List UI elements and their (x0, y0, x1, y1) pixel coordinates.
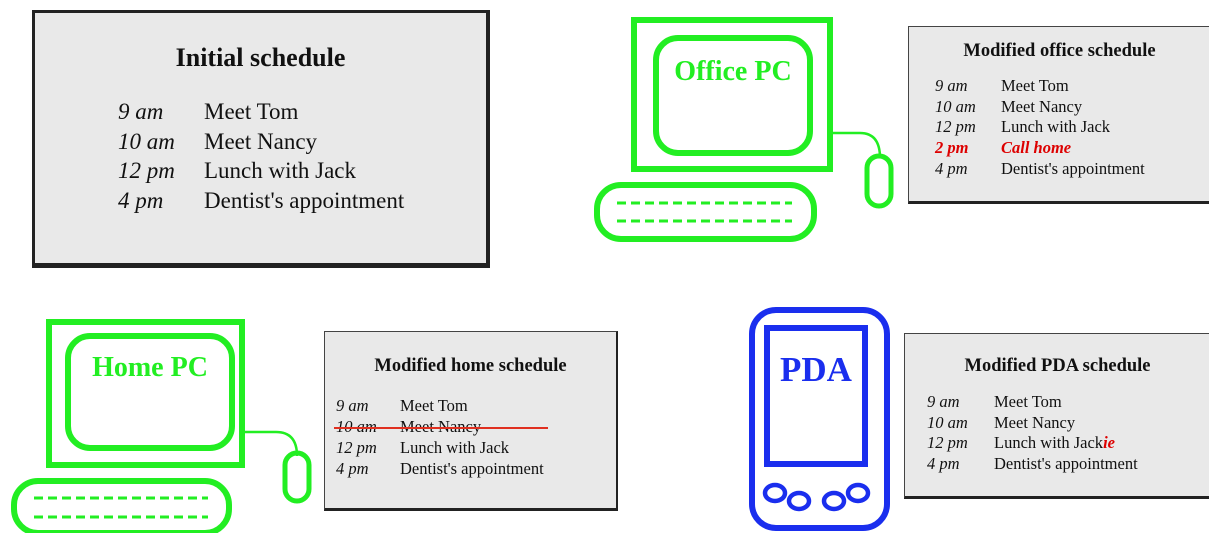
schedule-time: 4 pm (935, 158, 968, 178)
home-pc-monitor (46, 319, 245, 468)
pda-schedule-list: 9 am Meet Tom 10 am Meet Nancy 12 pm Lun… (927, 392, 1138, 475)
schedule-event: Meet Nancy (204, 128, 318, 154)
office-schedule-title: Modified office schedule (963, 41, 1156, 61)
schedule-event: Lunch with Jack (1001, 117, 1111, 137)
schedule-time: 4 pm (336, 459, 369, 478)
pda-button (762, 482, 788, 504)
schedule-time: 9 am (118, 99, 164, 124)
schedule-row: 10 am Meet Nancy (927, 413, 1138, 434)
strikethrough-line (334, 426, 548, 429)
schedule-event: Meet Nancy (1001, 96, 1083, 116)
home-schedule-list: 9 am Meet Tom 10 am Meet Nancy 12 pm Lun… (334, 395, 548, 479)
pda-schedule-title: Modified PDA schedule (964, 356, 1151, 376)
schedule-row: 9 am Meet Tom (927, 392, 1138, 413)
office-pc-mouse-cable (829, 131, 882, 159)
schedule-event: Call home (1001, 138, 1072, 158)
home-pc-computer-icon (11, 319, 312, 533)
schedule-row-added: 2 pm Call home (935, 138, 1145, 159)
schedule-row-modified: 12 pm Lunch with Jackie (927, 433, 1138, 454)
schedule-event-text: Lunch with Jack (994, 433, 1104, 453)
office-pc-label: Office PC (674, 56, 792, 87)
schedule-event-edit: ie (1103, 433, 1115, 453)
office-schedule-list: 9 am Meet Tom 10 am Meet Nancy 12 pm Lun… (935, 76, 1145, 180)
schedule-row: 4 pm Dentist's appointment (927, 454, 1138, 475)
pda-button (786, 490, 812, 512)
home-pc-mouse (282, 450, 312, 504)
office-pc-screen (653, 35, 813, 156)
home-schedule-box: Modified home schedule 9 am Meet Tom 10 … (324, 331, 618, 511)
schedule-row: 4 pm Dentist's appointment (935, 159, 1145, 180)
pda-screen (764, 325, 868, 467)
schedule-time: 4 pm (118, 187, 164, 213)
home-pc-label: Home PC (92, 352, 208, 383)
schedule-time: 9 am (935, 76, 968, 95)
pda-button (845, 482, 871, 504)
office-pc-computer-icon (594, 17, 894, 242)
schedule-event: Meet Tom (400, 396, 468, 415)
pda-device-icon (749, 307, 890, 531)
schedule-row: 9 am Meet Tom (935, 76, 1145, 97)
schedule-time: 10 am (118, 128, 175, 154)
schedule-event: Dentist's appointment (400, 459, 544, 478)
schedule-event: Meet Tom (1001, 76, 1069, 95)
schedule-time: 10 am (927, 412, 968, 432)
schedule-row: 10 am Meet Nancy (935, 97, 1145, 118)
schedule-event: Lunch with Jack (400, 438, 510, 457)
schedule-row: 12 pm Lunch with Jack (935, 117, 1145, 138)
schedule-row: 9 am Meet Tom (336, 395, 544, 416)
schedule-time: 9 am (927, 392, 960, 411)
initial-schedule-title: Initial schedule (175, 43, 346, 72)
pda-schedule-box: Modified PDA schedule 9 am Meet Tom 10 a… (904, 333, 1209, 499)
schedule-time: 12 pm (927, 433, 968, 453)
schedule-event: Dentist's appointment (204, 187, 405, 213)
schedule-event: Meet Tom (204, 99, 299, 124)
home-pc-mouse-cable (241, 430, 299, 457)
schedule-time: 9 am (336, 396, 369, 415)
schedule-event: Lunch with Jack (204, 158, 357, 183)
schedule-event: Meet Tom (994, 392, 1062, 411)
initial-schedule-box: Initial schedule 9 am Meet Tom 10 am Mee… (32, 10, 490, 268)
schedule-row: 9 am Meet Tom (118, 97, 404, 127)
schedule-row: 12 pm Lunch with Jack (336, 437, 544, 458)
schedule-time: 12 pm (118, 158, 175, 183)
pda-label: PDA (780, 350, 852, 389)
schedule-row: 10 am Meet Nancy (118, 127, 404, 157)
office-schedule-box: Modified office schedule 9 am Meet Tom 1… (908, 26, 1209, 204)
home-pc-screen (65, 333, 235, 451)
schedule-event: Dentist's appointment (994, 454, 1138, 474)
schedule-event: Lunch with Jackie (994, 433, 1115, 454)
schedule-time: 10 am (336, 416, 400, 437)
schedule-event: Meet Nancy (994, 412, 1076, 432)
schedule-time: 10 am (935, 96, 976, 116)
schedule-time: 4 pm (927, 454, 960, 474)
schedule-time: 12 pm (336, 438, 377, 457)
office-pc-keyboard (594, 182, 817, 242)
home-pc-keyboard (11, 478, 232, 533)
office-pc-monitor (631, 17, 833, 172)
schedule-row: 12 pm Lunch with Jack (118, 156, 404, 186)
schedule-row: 4 pm Dentist's appointment (336, 458, 544, 479)
schedule-row: 4 pm Dentist's appointment (118, 186, 404, 216)
pda-body (749, 307, 890, 531)
home-schedule-title: Modified home schedule (374, 356, 567, 376)
schedule-time: 2 pm (935, 138, 969, 158)
schedule-event: Meet Nancy (400, 416, 481, 437)
initial-schedule-list: 9 am Meet Tom 10 am Meet Nancy 12 pm Lun… (118, 97, 404, 215)
schedule-event: Dentist's appointment (1001, 158, 1145, 178)
pda-button (821, 490, 847, 512)
schedule-row-deleted: 10 am Meet Nancy (334, 416, 548, 437)
office-pc-mouse (864, 153, 894, 209)
schedule-time: 12 pm (935, 117, 976, 137)
